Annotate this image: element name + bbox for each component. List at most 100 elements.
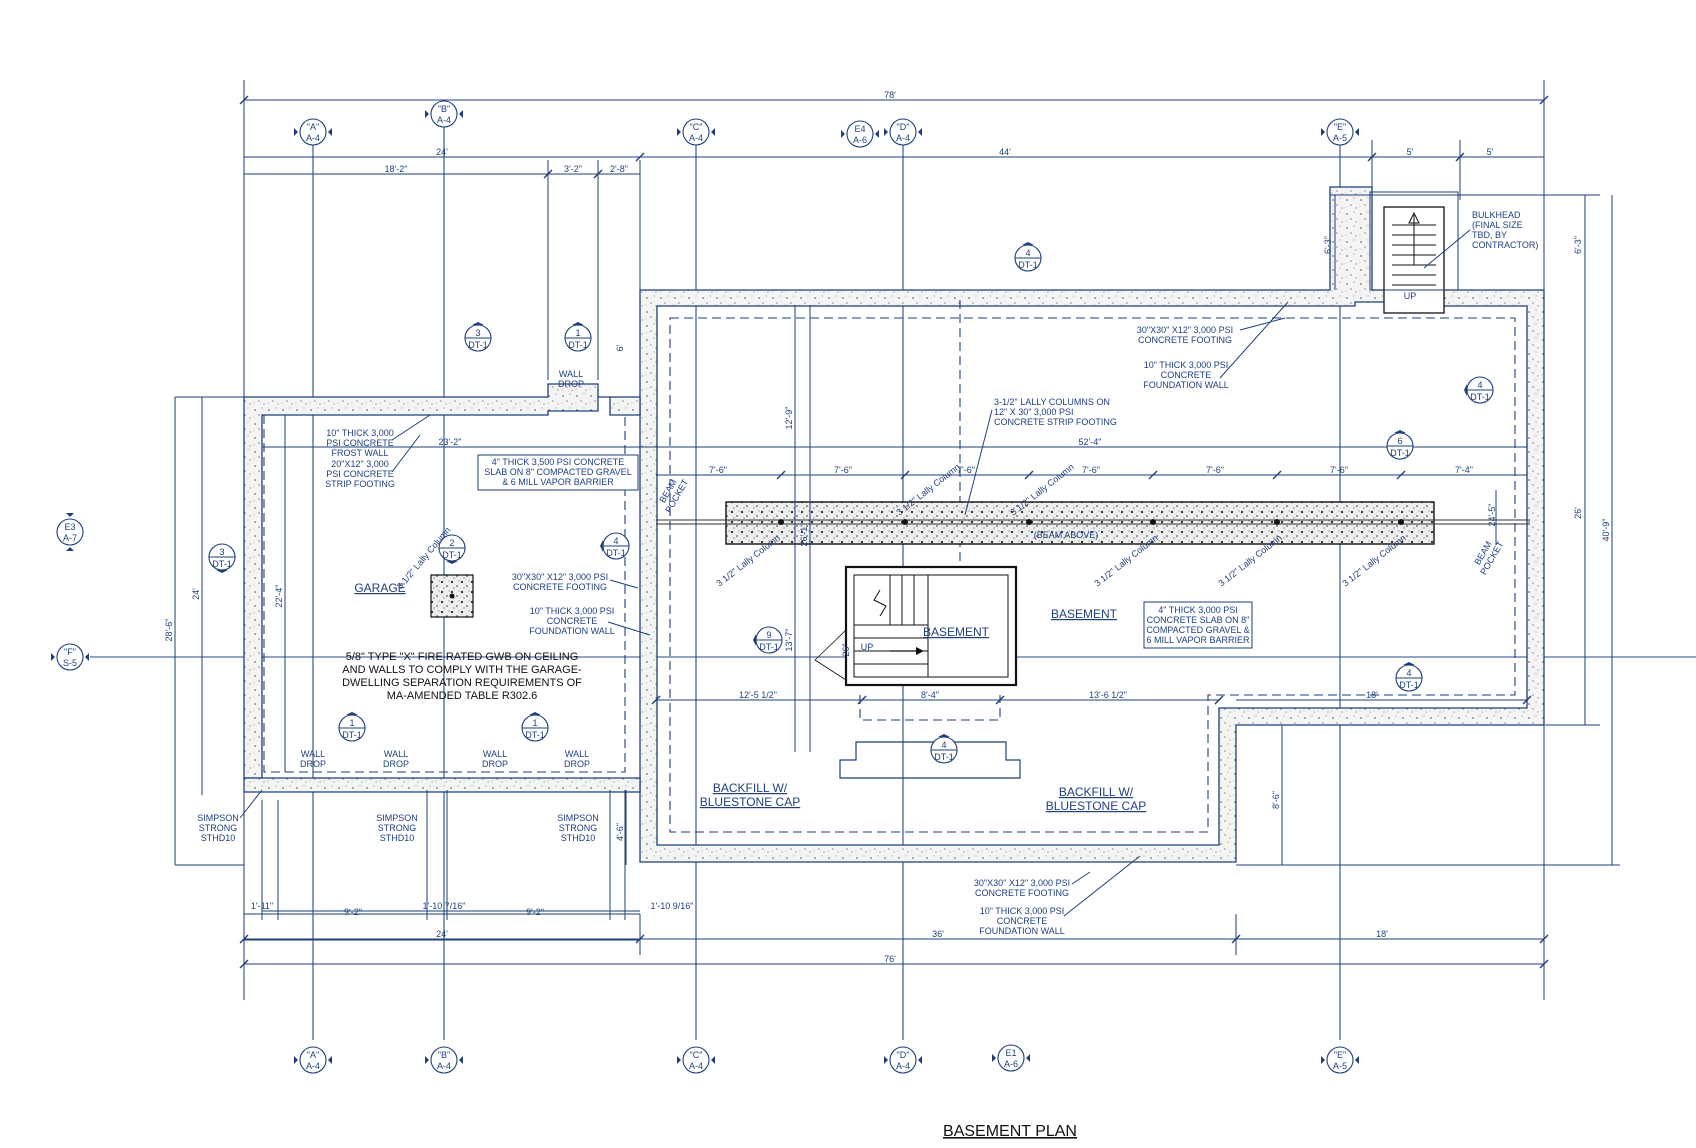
svg-text:PSI CONCRETE: PSI CONCRETE (326, 438, 394, 448)
svg-text:4: 4 (1477, 380, 1482, 390)
svg-text:MA-AMENDED TABLE R302.6: MA-AMENDED TABLE R302.6 (387, 690, 538, 702)
grid-bubble-c-top: "C"A-4 (677, 118, 715, 146)
svg-text:1: 1 (532, 718, 537, 728)
svg-text:"A": "A" (307, 122, 319, 132)
svg-text:CONCRETE STRIP FOOTING: CONCRETE STRIP FOOTING (994, 417, 1117, 427)
svg-text:A-7: A-7 (63, 533, 77, 543)
svg-text:BULKHEAD: BULKHEAD (1472, 210, 1521, 220)
note-wall-bot: 10" THICK 3,000 PSI CONCRETE FOUNDATION … (979, 855, 1141, 936)
svg-text:"C": "C" (690, 1050, 703, 1060)
svg-text:DT-1: DT-1 (606, 548, 626, 558)
svg-text:DT-1: DT-1 (342, 730, 362, 740)
svg-text:76': 76' (884, 954, 896, 964)
svg-text:7'-4": 7'-4" (1455, 465, 1473, 475)
svg-text:CONCRETE FOOTING: CONCRETE FOOTING (1138, 335, 1232, 345)
svg-text:DT-1: DT-1 (442, 550, 462, 560)
detail-1-garage-bot-a: 1DT-1 (338, 712, 366, 742)
svg-text:E1: E1 (1005, 1048, 1016, 1058)
grid-bubble-e1-bot: E1A-6 (992, 1044, 1030, 1072)
svg-text:CONCRETE: CONCRETE (1161, 370, 1212, 380)
svg-text:6: 6 (1397, 436, 1402, 446)
svg-text:12'-5 1/2": 12'-5 1/2" (739, 690, 777, 700)
lally-strip-footing (656, 501, 1530, 545)
dimension-lines (174, 80, 1620, 1000)
svg-text:28'-6": 28'-6" (164, 619, 174, 642)
room-basement-stair: BASEMENT (923, 625, 990, 639)
svg-text:7'-6": 7'-6" (1082, 465, 1100, 475)
svg-text:78': 78' (884, 90, 896, 100)
svg-text:5/8" TYPE "X" FIRE RATED GWB O: 5/8" TYPE "X" FIRE RATED GWB ON CEILING (346, 651, 579, 663)
svg-text:7'-6": 7'-6" (834, 465, 852, 475)
svg-text:6'-3": 6'-3" (1323, 236, 1333, 254)
svg-text:A-4: A-4 (306, 1061, 320, 1071)
svg-text:"E": "E" (1334, 122, 1346, 132)
svg-text:4" THICK 3,500 PSI CONCRETE: 4" THICK 3,500 PSI CONCRETE (492, 457, 625, 467)
grid-bubble-a-top: "A"A-4 (294, 118, 332, 146)
svg-text:SLAB ON 8" COMPACTED GRAVEL: SLAB ON 8" COMPACTED GRAVEL (484, 467, 631, 477)
svg-text:8'-4": 8'-4" (921, 690, 939, 700)
svg-text:CONCRETE: CONCRETE (997, 916, 1048, 926)
svg-text:CONCRETE FOOTING: CONCRETE FOOTING (975, 888, 1069, 898)
svg-text:A-4: A-4 (896, 1061, 910, 1071)
svg-text:DT-1: DT-1 (1390, 448, 1410, 458)
svg-text:DT-1: DT-1 (1470, 392, 1490, 402)
svg-text:4'-6": 4'-6" (615, 823, 625, 841)
svg-text:S-5: S-5 (63, 658, 77, 668)
svg-text:BLUESTONE CAP: BLUESTONE CAP (700, 795, 800, 809)
room-basement: BASEMENT (1051, 607, 1118, 621)
svg-text:"E": "E" (1334, 1050, 1346, 1060)
detail-4-mid: 4DT-1 (600, 532, 630, 560)
svg-text:WALL: WALL (565, 749, 589, 759)
svg-text:30"X30" X12" 3,000 PSI: 30"X30" X12" 3,000 PSI (512, 572, 608, 582)
bulkhead-up-label: UP (1404, 291, 1417, 301)
svg-text:4" THICK 3,000 PSI: 4" THICK 3,000 PSI (1158, 605, 1238, 615)
garage-footing-pad (430, 574, 474, 618)
svg-text:6': 6' (615, 344, 625, 351)
svg-text:(FINAL SIZE: (FINAL SIZE (1472, 220, 1523, 230)
grid-bubble-c-bot: "C"A-4 (677, 1046, 715, 1074)
note-bulkhead: BULKHEAD (FINAL SIZE TBD, BY CONTRACTOR) (1423, 210, 1538, 269)
svg-text:STRONG: STRONG (559, 823, 598, 833)
svg-text:22'-4": 22'-4" (274, 585, 284, 608)
svg-text:A-6: A-6 (1004, 1059, 1018, 1069)
svg-text:7'-6": 7'-6" (709, 465, 727, 475)
svg-text:AND WALLS TO COMPLY WITH THE G: AND WALLS TO COMPLY WITH THE GARAGE- (342, 664, 582, 676)
svg-text:3: 3 (219, 547, 224, 557)
svg-text:5': 5' (1407, 147, 1414, 157)
svg-text:7'-6": 7'-6" (957, 465, 975, 475)
svg-text:26': 26' (1573, 507, 1583, 519)
stair-up-label: UP (861, 642, 874, 652)
svg-text:"D": "D" (897, 1050, 910, 1060)
detail-3-left: 3DT-1 (208, 543, 236, 573)
note-wall-top: 10" THICK 3,000 PSI CONCRETE FOUNDATION … (1143, 301, 1289, 390)
svg-text:10" THICK 3,000 PSI: 10" THICK 3,000 PSI (530, 606, 615, 616)
note-strip-footing: 20"X12" 3,000 PSI CONCRETE STRIP FOOTING (325, 434, 421, 489)
svg-text:DT-1: DT-1 (934, 752, 954, 762)
detail-9-stair: 9DT-1 (753, 626, 783, 654)
svg-text:4: 4 (1025, 248, 1030, 258)
svg-text:DROP: DROP (300, 759, 326, 769)
svg-text:1: 1 (575, 328, 580, 338)
svg-text:30"X30" X12" 3,000 PSI: 30"X30" X12" 3,000 PSI (974, 878, 1070, 888)
grid-bubble-e-top: "E"A-5 (1321, 118, 1359, 146)
svg-text:A-5: A-5 (1333, 133, 1347, 143)
svg-text:A-4: A-4 (689, 1061, 703, 1071)
grid-bubble-d-bot: "D"A-4 (884, 1046, 922, 1074)
svg-text:2'-8": 2'-8" (610, 164, 628, 174)
note-footing-bot: 30"X30" X12" 3,000 PSI CONCRETE FOOTING (974, 871, 1091, 898)
note-footing-top: 30"X30" X12" 3,000 PSI CONCRETE FOOTING (1137, 317, 1286, 345)
svg-text:1'-11": 1'-11" (251, 901, 273, 911)
detail-2-garage: 2DT-1 (438, 534, 466, 564)
svg-text:"F": "F" (64, 647, 76, 657)
svg-text:6 MILL VAPOR BARRIER: 6 MILL VAPOR BARRIER (1146, 635, 1250, 645)
svg-text:CONCRETE: CONCRETE (547, 616, 598, 626)
svg-text:FROST WALL: FROST WALL (331, 448, 388, 458)
svg-text:FOUNDATION WALL: FOUNDATION WALL (979, 926, 1065, 936)
